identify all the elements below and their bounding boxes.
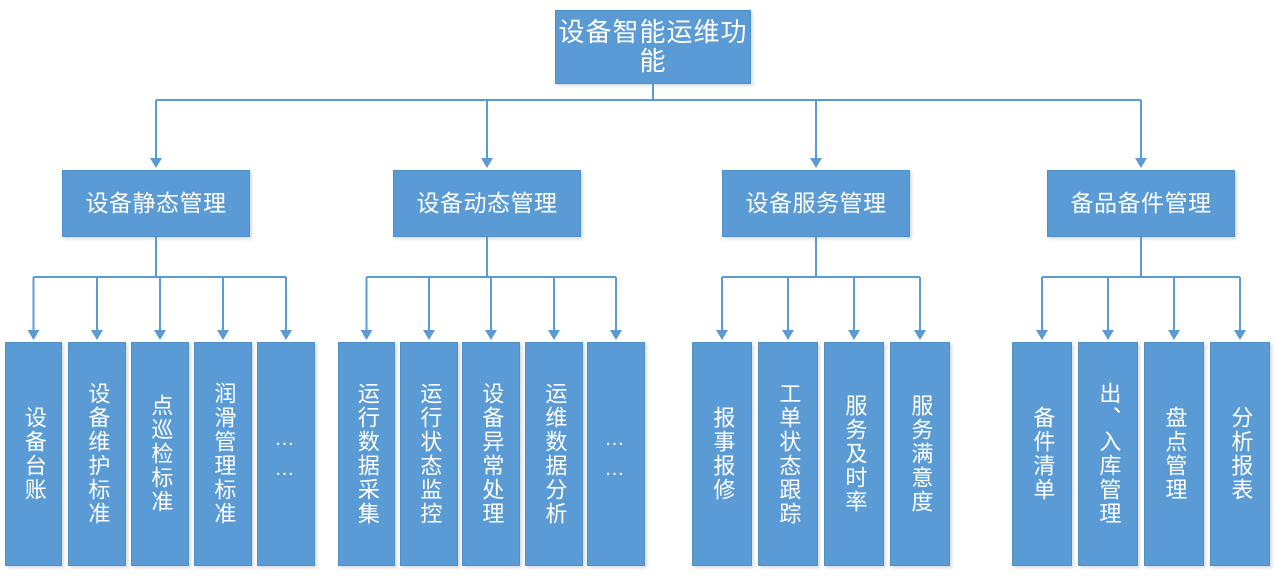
- leaf-node-1-4[interactable]: 润滑管理标准: [194, 342, 252, 566]
- leaf-node-4-2[interactable]: 出、入库管理: [1078, 342, 1138, 566]
- node-label: 运行状态监控: [417, 382, 443, 526]
- branch-node-1[interactable]: 设备静态管理: [62, 170, 250, 237]
- leaf-node-1-3[interactable]: 点巡检标准: [131, 342, 189, 566]
- node-label: 设备台账: [21, 406, 47, 502]
- leaf-node-2-4[interactable]: 运维数据分析: [525, 342, 583, 566]
- ellipsis-dots: …: [604, 428, 628, 450]
- branch-node-2[interactable]: 设备动态管理: [393, 170, 581, 237]
- leaf-node-2-2[interactable]: 运行状态监控: [400, 342, 458, 566]
- node-label: 备品备件管理: [1070, 189, 1212, 216]
- leaf-node-2-3[interactable]: 设备异常处理: [462, 342, 520, 566]
- node-label: 备件清单: [1030, 406, 1056, 502]
- node-label: 盘点管理: [1162, 406, 1188, 502]
- leaf-node-2-1[interactable]: 运行数据采集: [338, 342, 395, 566]
- leaf-node-3-3[interactable]: 服务及时率: [824, 342, 884, 566]
- node-label: 设备智能运维功能: [558, 16, 748, 76]
- node-label: 设备维护标准: [85, 382, 111, 526]
- leaf-node-1-5[interactable]: ……: [257, 342, 315, 566]
- node-label: 设备异常处理: [479, 382, 505, 526]
- node-label: 报事报修: [710, 406, 736, 502]
- leaf-node-3-1[interactable]: 报事报修: [692, 342, 752, 566]
- leaf-node-1-2[interactable]: 设备维护标准: [68, 342, 126, 566]
- node-label: 工单状态跟踪: [776, 382, 802, 526]
- node-label: 运行数据采集: [354, 382, 380, 526]
- leaf-node-4-1[interactable]: 备件清单: [1012, 342, 1072, 566]
- node-label: 设备服务管理: [745, 189, 887, 216]
- node-label: 润滑管理标准: [211, 382, 237, 526]
- leaf-node-2-5[interactable]: ……: [587, 342, 645, 566]
- node-label: 出、入库管理: [1096, 382, 1122, 526]
- ellipsis-dots: …: [274, 458, 298, 480]
- node-label: 运维数据分析: [542, 382, 568, 526]
- leaf-node-3-4[interactable]: 服务满意度: [890, 342, 950, 566]
- leaf-node-4-3[interactable]: 盘点管理: [1144, 342, 1204, 566]
- root-node[interactable]: 设备智能运维功能: [555, 10, 751, 84]
- branch-node-4[interactable]: 备品备件管理: [1047, 170, 1235, 237]
- leaf-node-3-2[interactable]: 工单状态跟踪: [758, 342, 818, 566]
- leaf-node-4-4[interactable]: 分析报表: [1210, 342, 1270, 566]
- node-label: 服务满意度: [908, 394, 934, 514]
- node-label: 点巡检标准: [148, 394, 174, 514]
- node-label: 设备静态管理: [85, 189, 227, 216]
- node-label: 设备动态管理: [416, 189, 558, 216]
- node-label: 服务及时率: [842, 394, 868, 514]
- ellipsis-dots: …: [604, 458, 628, 480]
- leaf-node-1-1[interactable]: 设备台账: [5, 342, 62, 566]
- branch-node-3[interactable]: 设备服务管理: [722, 170, 910, 237]
- ellipsis-dots: …: [274, 428, 298, 450]
- node-label: 分析报表: [1228, 406, 1254, 502]
